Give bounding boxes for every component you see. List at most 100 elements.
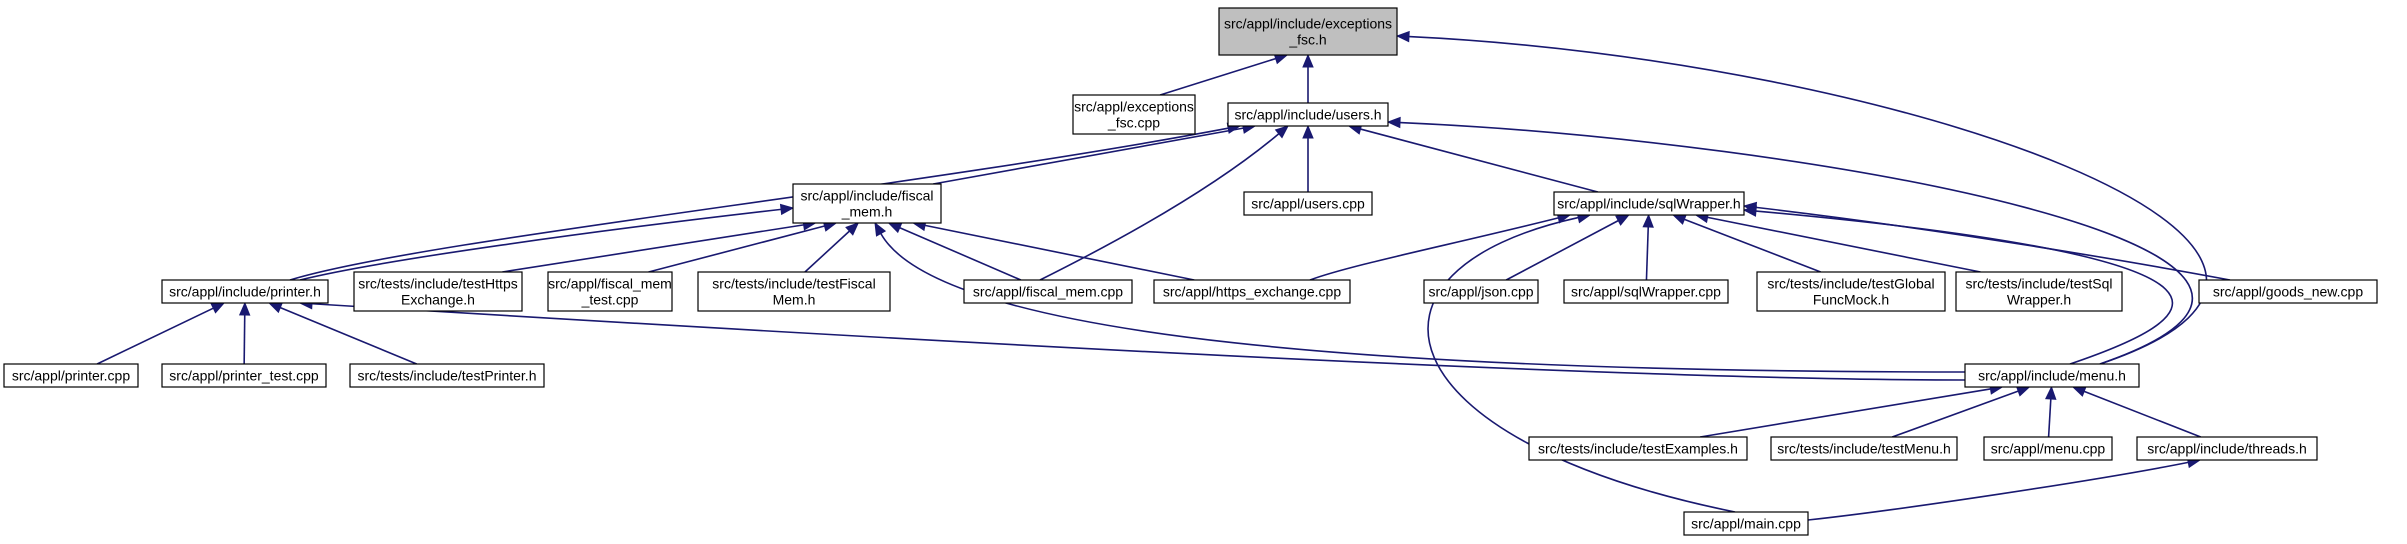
- edge-fiscal_mem_h-to-test_fiscal_mem_h: [804, 222, 860, 273]
- edge-line: [1399, 121, 2193, 365]
- node-box: [1227, 102, 1389, 127]
- node-fiscal-mem-h[interactable]: src/appl/include/fiscal_mem.h: [792, 183, 942, 224]
- node-test-menu-h[interactable]: src/tests/include/testMenu.h: [1770, 436, 1958, 461]
- node-label: src/tests/include/testExamples.h: [1538, 441, 1738, 457]
- node-printer-h[interactable]: src/appl/include/printer.h: [161, 279, 329, 304]
- edge-line: [899, 227, 1022, 281]
- edge-users_h-to-printer_h: [289, 122, 1242, 281]
- edge-line: [924, 224, 1195, 281]
- node-users-h[interactable]: src/appl/include/users.h: [1227, 102, 1389, 127]
- node-box: [1153, 279, 1351, 304]
- node-label: src/tests/include/testPrinter.h: [358, 368, 537, 384]
- edge-line: [1684, 218, 1821, 273]
- node-label: _fsc.h: [1288, 32, 1326, 48]
- node-exceptions-h[interactable]: src/appl/include/exceptions_fsc.h: [1218, 7, 1398, 56]
- arrowhead-icon: [1386, 116, 1401, 129]
- edge-fiscal_mem_h-to-https_exchange_cpp: [911, 219, 1195, 281]
- edge-line: [1309, 217, 1559, 281]
- node-box: [1683, 511, 1809, 536]
- node-box: [3, 363, 139, 388]
- edge-line: [804, 230, 850, 273]
- node-fiscal-mem-cpp[interactable]: src/appl/fiscal_mem.cpp: [963, 279, 1133, 304]
- node-main-cpp[interactable]: src/appl/main.cpp: [1683, 511, 1809, 536]
- node-menu-h[interactable]: src/appl/include/menu.h: [1964, 363, 2140, 388]
- arrowhead-icon: [210, 302, 226, 314]
- edge-menu_h-to-menu_cpp: [2045, 385, 2057, 438]
- arrowhead-icon: [2071, 386, 2087, 397]
- node-printer-test-cpp[interactable]: src/appl/printer_test.cpp: [161, 363, 327, 388]
- edge-sqlwrapper_h-to-test_global_func_mock_h: [1671, 214, 1821, 273]
- node-box: [353, 271, 523, 312]
- edge-line: [880, 233, 1966, 373]
- edge-printer_h-to-test_printer_h: [267, 302, 418, 365]
- node-box: [1243, 191, 1373, 216]
- edge-line: [1699, 388, 1991, 438]
- node-test-printer-h[interactable]: src/tests/include/testPrinter.h: [349, 363, 545, 388]
- edge-line: [648, 225, 825, 273]
- edge-menu_h-to-test_examples_h: [1699, 383, 2004, 438]
- edge-exceptions_h-to-users_h: [1302, 53, 1314, 103]
- node-box: [792, 183, 942, 224]
- node-box: [547, 271, 673, 312]
- node-label: src/appl/include/users.h: [1234, 107, 1381, 123]
- edge-fiscal_mem_h-to-fiscal_mem_test_cpp: [648, 220, 838, 273]
- node-label: _fsc.cpp: [1107, 115, 1160, 131]
- edge-users_h-to-fiscal_mem_cpp: [1039, 125, 1289, 281]
- arrowhead-icon: [1302, 53, 1314, 68]
- node-label: src/appl/include/fiscal: [800, 188, 933, 204]
- edge-line: [1807, 461, 2189, 521]
- edge-line: [1408, 35, 2208, 365]
- node-users-cpp[interactable]: src/appl/users.cpp: [1243, 191, 1373, 216]
- edge-line: [280, 306, 418, 365]
- edge-line: [1505, 219, 1619, 281]
- arrowhead-icon: [1642, 213, 1654, 228]
- edge-sqlwrapper_h-to-test_sql_wrapper_h: [1694, 211, 1981, 273]
- node-label: src/appl/fiscal_mem.cpp: [973, 284, 1123, 300]
- node-box: [1770, 436, 1958, 461]
- edge-line: [1645, 226, 1650, 281]
- node-label: src/appl/goods_new.cpp: [2213, 284, 2363, 300]
- edge-threads_h-to-main_cpp: [1807, 456, 2202, 521]
- node-box: [1964, 363, 2140, 388]
- node-json-cpp[interactable]: src/appl/json.cpp: [1423, 279, 1539, 304]
- node-box: [1528, 436, 1748, 461]
- edge-line: [1427, 216, 1736, 513]
- node-https-exchange-cpp[interactable]: src/appl/https_exchange.cpp: [1153, 279, 1351, 304]
- node-sqlwrapper-cpp[interactable]: src/appl/sqlWrapper.cpp: [1563, 279, 1729, 304]
- node-label: src/appl/exceptions: [1074, 99, 1194, 115]
- edge-sqlwrapper_h-to-https_exchange_cpp: [1309, 212, 1572, 281]
- node-box: [161, 279, 329, 304]
- node-label: FuncMock.h: [1813, 292, 1889, 308]
- node-threads-h[interactable]: src/appl/include/threads.h: [2136, 436, 2318, 461]
- node-printer-cpp[interactable]: src/appl/printer.cpp: [3, 363, 139, 388]
- arrowhead-icon: [238, 301, 251, 316]
- node-sqlwrapper-h[interactable]: src/appl/include/sqlWrapper.h: [1553, 191, 1745, 216]
- edge-sqlwrapper_h-to-main_cpp: [1427, 212, 1736, 513]
- node-menu-cpp[interactable]: src/appl/menu.cpp: [1983, 436, 2113, 461]
- edge-fiscal_mem_h-to-test_https_exchange_h: [502, 219, 817, 273]
- node-fiscal-mem-test-cpp[interactable]: src/appl/fiscal_mem_test.cpp: [547, 271, 673, 312]
- node-label: src/tests/include/testMenu.h: [1777, 441, 1951, 457]
- node-label: src/appl/https_exchange.cpp: [1163, 284, 1341, 300]
- node-label: src/tests/include/testGlobal: [1767, 276, 1934, 292]
- node-box: [697, 271, 891, 312]
- arrowhead-icon: [887, 222, 903, 234]
- node-label: Wrapper.h: [2007, 292, 2071, 308]
- node-goods-new-cpp[interactable]: src/appl/goods_new.cpp: [2198, 279, 2378, 304]
- node-test-examples-h[interactable]: src/tests/include/testExamples.h: [1528, 436, 1748, 461]
- node-box: [1756, 271, 1946, 312]
- node-label: src/appl/printer_test.cpp: [169, 368, 319, 384]
- node-exceptions-cpp[interactable]: src/appl/exceptions_fsc.cpp: [1072, 94, 1196, 135]
- edge-menu_h-to-threads_h: [2071, 386, 2202, 438]
- node-box: [1218, 7, 1398, 56]
- edge-line: [2083, 390, 2202, 438]
- node-label: src/appl/main.cpp: [1691, 516, 1801, 532]
- node-label: src/appl/include/exceptions: [1224, 16, 1392, 32]
- node-label: _mem.h: [841, 204, 893, 220]
- edge-line: [96, 307, 214, 365]
